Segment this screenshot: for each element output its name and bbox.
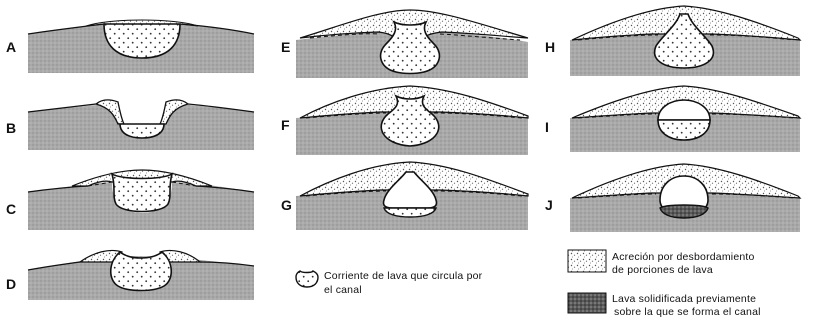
panel-label: E — [281, 39, 290, 55]
legend-solidified-line1: Lava solidificada previamente — [612, 293, 756, 305]
lava-flow — [111, 252, 172, 291]
panel-label: C — [6, 201, 16, 217]
panel-label: J — [545, 197, 553, 213]
panel-label: I — [545, 119, 549, 135]
panel-i: I — [545, 86, 800, 152]
panel-label: D — [6, 276, 16, 292]
panel-a: A — [6, 20, 254, 73]
legend-accretion-line1: Acreción por desbordamiento — [612, 251, 755, 263]
legend-accretion-line2: de porciones de lava — [612, 264, 713, 276]
solidified-swatch — [568, 293, 606, 313]
legend-solidified-line2: sobre la que se forma el canal — [614, 306, 761, 318]
panel-b: B — [6, 100, 254, 150]
panel-label: G — [281, 197, 292, 213]
panel-f: F — [281, 86, 528, 155]
panel-label: F — [281, 117, 290, 133]
lava-flow — [112, 174, 172, 212]
panel-e: E — [281, 10, 528, 78]
panel-h: H — [545, 6, 800, 76]
panel-g: G — [281, 162, 528, 230]
accretion-swatch — [568, 250, 606, 272]
solidified-lava-floor — [660, 205, 708, 218]
panel-label: A — [6, 39, 16, 55]
legend-solidified: Lava solidificada previamente sobre la q… — [568, 293, 761, 318]
legend-channel-flow-line2: el canal — [324, 284, 362, 296]
channel-flow-symbol — [296, 271, 318, 287]
panel-label: H — [545, 39, 555, 55]
panel-d: D — [6, 250, 254, 300]
panel-c: C — [6, 170, 254, 230]
legend-channel-flow: Corriente de lava que circula por el can… — [296, 270, 483, 296]
panel-j: J — [545, 164, 800, 232]
legend-accretion: Acreción por desbordamiento de porciones… — [568, 250, 755, 276]
panel-label: B — [6, 120, 16, 136]
legend-channel-flow-line1: Corriente de lava que circula por — [324, 270, 483, 282]
